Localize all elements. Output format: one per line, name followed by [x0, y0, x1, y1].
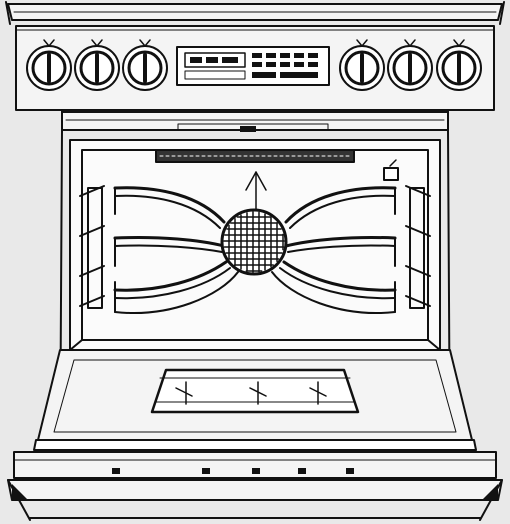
knob-icon[interactable] — [74, 39, 120, 91]
knob-icon[interactable] — [387, 39, 433, 91]
oven-light-icon — [383, 159, 399, 181]
storage-drawer[interactable] — [13, 451, 497, 479]
base-kickplate — [7, 479, 503, 521]
knob-icon[interactable] — [436, 39, 482, 91]
fan-bracket-icon — [245, 171, 267, 215]
rack-support-right — [405, 185, 431, 309]
rack-icon[interactable] — [113, 260, 397, 314]
convection-fan-grille-icon — [220, 208, 288, 276]
knob-icon[interactable] — [339, 39, 385, 91]
rack-support-left — [79, 185, 105, 309]
knob-icon[interactable] — [122, 39, 168, 91]
knob-group-left — [26, 39, 168, 91]
broil-element-icon — [155, 149, 355, 163]
door-hinge-edge — [33, 439, 477, 451]
door-window-icon — [150, 368, 360, 414]
rack-icon[interactable] — [113, 186, 397, 229]
rack-icon[interactable] — [113, 235, 397, 267]
knob-group-right — [339, 39, 482, 91]
cooktop-edge — [5, 1, 505, 25]
touch-keypad-icon[interactable] — [252, 53, 318, 78]
knob-icon[interactable] — [26, 39, 72, 91]
